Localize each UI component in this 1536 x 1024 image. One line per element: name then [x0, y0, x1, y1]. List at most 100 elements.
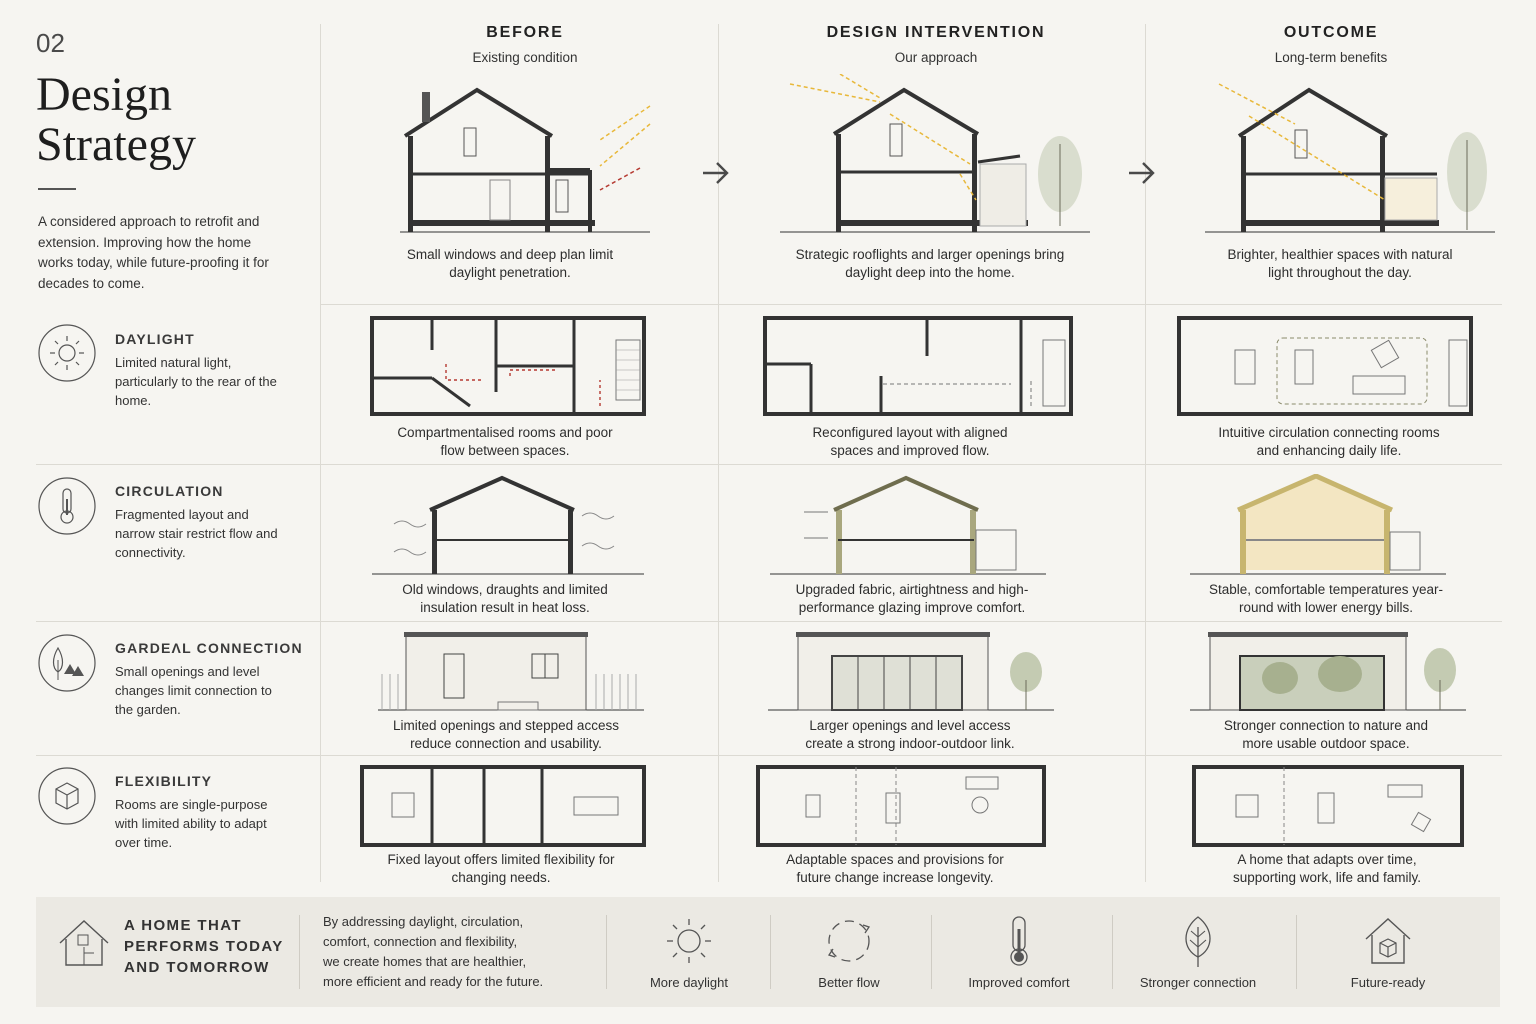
- caption: Reconfigured layout with aligned spaces …: [812, 425, 1008, 458]
- arrow-right-icon: [700, 158, 732, 188]
- category-title: GARDEΛL CONNECTION: [115, 640, 303, 656]
- elevation-outcome: [1190, 630, 1470, 712]
- title-rule: [38, 188, 76, 190]
- column-header-intervention: DESIGN INTERVENTION Our approach: [806, 24, 1066, 65]
- plan-flex-outcome: [1192, 765, 1466, 849]
- column-heading: DESIGN INTERVENTION: [826, 24, 1046, 41]
- caption: Intuitive circulation connecting rooms a…: [1218, 425, 1440, 458]
- row-divider: [36, 755, 1502, 756]
- row-divider: [36, 621, 1502, 622]
- page-title: Design Strategy: [36, 70, 196, 170]
- category-description: Fragmented layout and narrow stair restr…: [115, 507, 278, 560]
- footer-divider: [1112, 915, 1113, 989]
- column-header-outcome: OUTCOME Long-term benefits: [1231, 24, 1431, 65]
- plan-drawing-outcome: [1177, 316, 1473, 418]
- category-title: DAYLIGHT: [115, 331, 195, 347]
- footer-text-line: comfort, connection and flexibility,: [323, 934, 518, 949]
- footer-text-line: we create homes that are healthier,: [323, 954, 527, 969]
- thermometer-icon: [993, 915, 1045, 967]
- footer-divider: [606, 915, 607, 989]
- section-drawing-intervention: [780, 74, 1100, 244]
- category-garden-connection: GARDEΛL CONNECTION Small openings and le…: [115, 640, 303, 719]
- category-circulation: CIRCULATION Fragmented layout and narrow…: [115, 483, 290, 562]
- category-description: Small openings and level changes limit c…: [115, 664, 272, 717]
- caption: Fixed layout offers limited flexibility …: [387, 852, 615, 885]
- footer-banner: A HOME THAT PERFORMS TODAY AND TOMORROW …: [36, 897, 1500, 1007]
- arrow-right-icon: [1126, 158, 1158, 188]
- house-icon: [58, 917, 110, 969]
- trees-icon: [38, 634, 96, 692]
- column-heading: BEFORE: [486, 24, 564, 41]
- benefit-improved-comfort: Improved comfort: [954, 915, 1084, 990]
- footer-divider: [770, 915, 771, 989]
- cube-icon: [38, 767, 96, 825]
- section-drawing-outcome: [1205, 80, 1505, 240]
- category-title: FLEXIBILITY: [115, 773, 213, 789]
- home-cube-icon: [1362, 915, 1414, 967]
- benefit-label: Better flow: [818, 975, 880, 990]
- cycle-icon: [823, 917, 875, 965]
- row-divider: [320, 304, 1502, 305]
- caption: Stronger connection to nature and more u…: [1223, 718, 1429, 751]
- caption: Small windows and deep plan limit daylig…: [406, 247, 614, 280]
- column-subheading: Long-term benefits: [1274, 50, 1388, 65]
- footer-title-line: AND TOMORROW: [124, 959, 270, 976]
- benefit-label: Stronger connection: [1139, 975, 1257, 990]
- title-line: Design: [36, 68, 172, 121]
- caption: Upgraded fabric, airtightness and high-p…: [795, 582, 1029, 615]
- plan-drawing-intervention: [763, 316, 1075, 418]
- category-title: CIRCULATION: [115, 483, 224, 499]
- category-description: Rooms are single-purpose with limited ab…: [115, 797, 268, 850]
- caption: Brighter, healthier spaces with natural …: [1227, 247, 1453, 280]
- column-subheading: Existing condition: [472, 50, 578, 65]
- caption: Strategic rooflights and larger openings…: [795, 247, 1065, 280]
- footer-text-line: By addressing daylight, circulation,: [323, 914, 524, 929]
- section-heat-intervention: [770, 474, 1050, 578]
- caption: Old windows, draughts and limited insula…: [402, 582, 608, 615]
- sun-icon: [38, 324, 96, 382]
- intro-text: A considered approach to retrofit and ex…: [38, 214, 269, 291]
- footer-text-line: more efficient and ready for the future.: [323, 974, 544, 989]
- plan-flex-before: [360, 765, 648, 849]
- elevation-intervention: [768, 630, 1058, 712]
- footer-title-line: PERFORMS TODAY: [124, 938, 284, 955]
- caption: Adaptable spaces and provisions for futu…: [786, 852, 1004, 885]
- benefit-label: Future-ready: [1350, 975, 1426, 990]
- plan-drawing-before: [370, 316, 650, 418]
- row-divider: [36, 464, 1502, 465]
- caption: Larger openings and level access create …: [805, 718, 1015, 751]
- footer-title-line: A HOME THAT: [124, 917, 242, 934]
- category-daylight: DAYLIGHT Limited natural light, particul…: [115, 331, 290, 410]
- caption: Limited openings and stepped access redu…: [393, 718, 619, 751]
- caption: Compartmentalised rooms and poor flow be…: [397, 425, 613, 458]
- thermometer-icon: [38, 477, 96, 535]
- sun-icon: [663, 917, 715, 965]
- column-divider: [320, 24, 321, 882]
- column-heading: OUTCOME: [1283, 24, 1379, 41]
- leaf-icon: [1172, 915, 1224, 967]
- title-line: Strategy: [36, 118, 196, 171]
- benefit-future-ready: Future-ready: [1336, 915, 1440, 990]
- footer-divider: [299, 915, 300, 989]
- category-description: Limited natural light, particularly to t…: [115, 355, 277, 408]
- benefit-stronger-connection: Stronger connection: [1132, 915, 1264, 990]
- elevation-before: [378, 630, 648, 712]
- benefit-label: Improved comfort: [968, 975, 1070, 990]
- footer-title: A HOME THAT PERFORMS TODAY AND TOMORROW: [124, 915, 284, 978]
- caption: A home that adapts over time, supporting…: [1232, 852, 1422, 885]
- footer-divider: [931, 915, 932, 989]
- benefit-more-daylight: More daylight: [634, 917, 744, 990]
- benefit-better-flow: Better flow: [794, 917, 904, 990]
- section-heat-outcome: [1190, 474, 1450, 578]
- section-drawing-before: [400, 80, 660, 240]
- footer-text: By addressing daylight, circulation, com…: [323, 912, 543, 992]
- column-subheading: Our approach: [894, 50, 978, 65]
- section-heat-before: [372, 474, 652, 578]
- category-flexibility: FLEXIBILITY Rooms are single-purpose wit…: [115, 773, 290, 852]
- column-divider: [718, 24, 719, 882]
- benefit-label: More daylight: [649, 975, 729, 990]
- section-number: 02: [36, 28, 65, 58]
- column-divider: [1145, 24, 1146, 882]
- caption: Stable, comfortable temperatures year-ro…: [1208, 582, 1444, 615]
- plan-flex-intervention: [756, 765, 1048, 849]
